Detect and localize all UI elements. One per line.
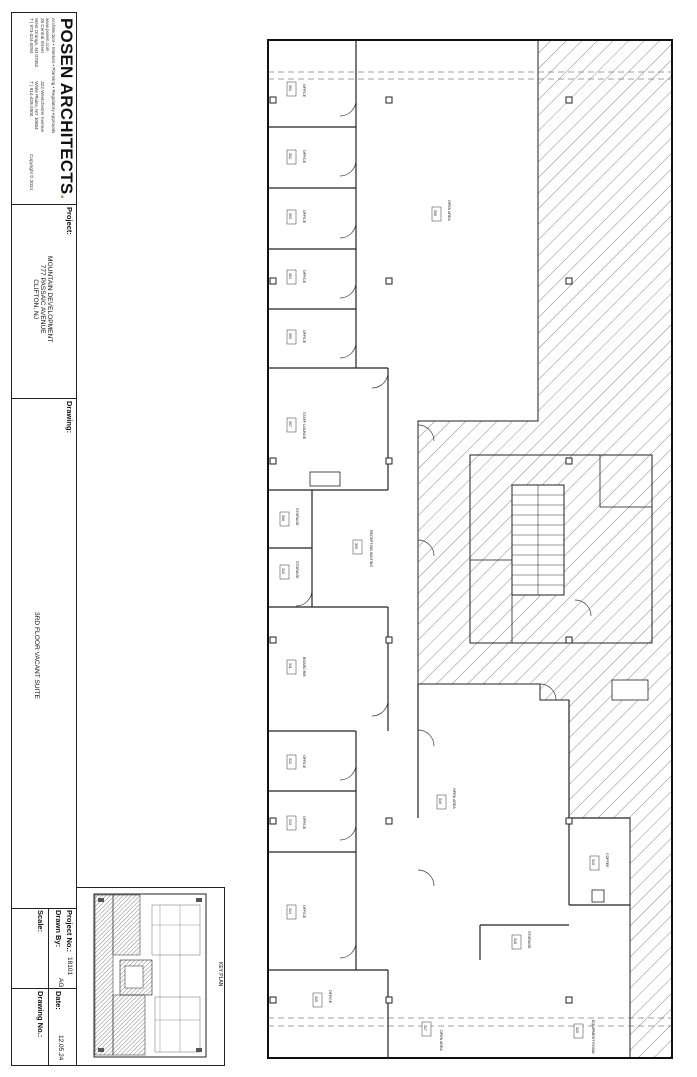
key-plan-frame-left	[76, 887, 77, 1065]
room-number-307: 307	[288, 421, 292, 427]
room-tag-309: 309 RECEPTION WAITING	[352, 530, 373, 567]
room-tag-312: 312 OFFICE	[286, 754, 306, 770]
room-name-312: OFFICE	[302, 755, 306, 769]
room-name-301: OFFICE	[302, 84, 306, 98]
room-number-309: 309	[354, 543, 358, 549]
title-block-vdivider	[48, 908, 49, 1065]
room-tag-302: 302 OFFICE	[286, 149, 306, 165]
room-number-317: 317	[423, 1025, 427, 1031]
room-tag-314: 314 OFFICE	[286, 904, 306, 920]
title-block-divider-1	[11, 204, 77, 205]
room-tag-311: 311 BOARD RM	[286, 657, 306, 676]
title-block-outer-right	[76, 12, 77, 1065]
room-tag-315: 315 OFFICE	[312, 990, 332, 1008]
title-block-outer-left	[11, 12, 12, 1065]
room-number-319: 319	[591, 859, 595, 865]
room-number-301: 301	[288, 85, 292, 91]
room-tag-306: 306 OPEN AREA	[431, 200, 451, 221]
room-number-311: 311	[288, 663, 292, 669]
room-name-314: OFFICE	[302, 905, 306, 919]
room-name-302: OFFICE	[302, 150, 306, 164]
key-plan-frame-bottom	[76, 1065, 225, 1066]
room-name-317: OPEN AREA	[439, 1030, 443, 1051]
room-tag-303: 303 OFFICE	[286, 209, 306, 225]
title-block-top	[11, 12, 77, 13]
room-tag-304: 304 OFFICE	[286, 269, 306, 285]
room-number-312: 312	[288, 758, 292, 764]
room-name-313: OFFICE	[302, 816, 306, 830]
room-tag-316: 316 OPEN AREA	[436, 788, 456, 809]
title-block-bottom	[11, 1065, 77, 1066]
stair-core	[469, 454, 653, 701]
room-name-319: COFFEE	[605, 853, 609, 868]
room-name-303: OFFICE	[302, 210, 306, 224]
room-number-306: 306	[433, 210, 437, 216]
floor-plan	[267, 39, 673, 1059]
room-tag-318: 318 STORAGE	[511, 931, 531, 950]
title-block-divider-3	[11, 908, 77, 909]
room-number-313: 313	[288, 819, 292, 825]
room-tag-307: 307 STAFF LOUNGE	[286, 412, 306, 440]
room-tag-313: 313 OFFICE	[286, 815, 306, 831]
room-number-303: 303	[288, 213, 292, 219]
room-name-318: STORAGE	[527, 931, 531, 949]
room-number-318: 318	[513, 938, 517, 944]
key-plan-outline	[93, 893, 207, 1058]
key-plan-frame-top	[76, 887, 225, 888]
room-number-314: 314	[288, 908, 292, 914]
room-tag-308: 308 STORAGE	[279, 508, 299, 527]
coffee-sink	[591, 889, 605, 903]
room-name-311: BOARD RM	[302, 657, 306, 676]
room-number-304: 304	[288, 273, 292, 279]
room-name-306: OPEN AREA	[447, 200, 451, 221]
room-number-302: 302	[288, 153, 292, 159]
room-number-305: 305	[288, 333, 292, 339]
room-name-310: STORAGE	[295, 561, 299, 579]
room-tag-320: 320 EQUIPMENT ROOM	[573, 1020, 595, 1053]
title-block-divider-4	[11, 988, 77, 989]
door-swings	[295, 99, 592, 959]
room-name-305: OFFICE	[302, 330, 306, 344]
room-name-316: OPEN AREA	[452, 788, 456, 809]
key-plan-frame-right	[224, 887, 225, 1065]
room-name-308: STORAGE	[295, 508, 299, 526]
room-number-320: 320	[575, 1027, 579, 1033]
plan-outer-wall	[267, 39, 673, 1059]
structural-columns	[269, 96, 573, 1004]
room-number-310: 310	[281, 568, 285, 574]
room-name-309: RECEPTION WAITING	[369, 530, 373, 567]
title-block-divider-2	[11, 398, 77, 399]
room-tag-301: 301 OFFICE	[286, 81, 306, 98]
room-tag-319: 319 COFFEE	[589, 853, 609, 871]
room-number-315: 315	[314, 996, 318, 1002]
office-walls	[268, 40, 630, 1058]
lounge-counter	[309, 471, 341, 487]
room-number-316: 316	[438, 798, 442, 804]
room-tag-305: 305 OFFICE	[286, 329, 306, 345]
room-tag-310: 310 STORAGE	[279, 561, 299, 580]
room-name-304: OFFICE	[302, 270, 306, 284]
room-name-307: STAFF LOUNGE	[302, 412, 306, 440]
room-number-308: 308	[281, 515, 285, 521]
room-name-315: OFFICE	[328, 990, 332, 1004]
room-name-320: EQUIPMENT ROOM	[591, 1020, 595, 1053]
